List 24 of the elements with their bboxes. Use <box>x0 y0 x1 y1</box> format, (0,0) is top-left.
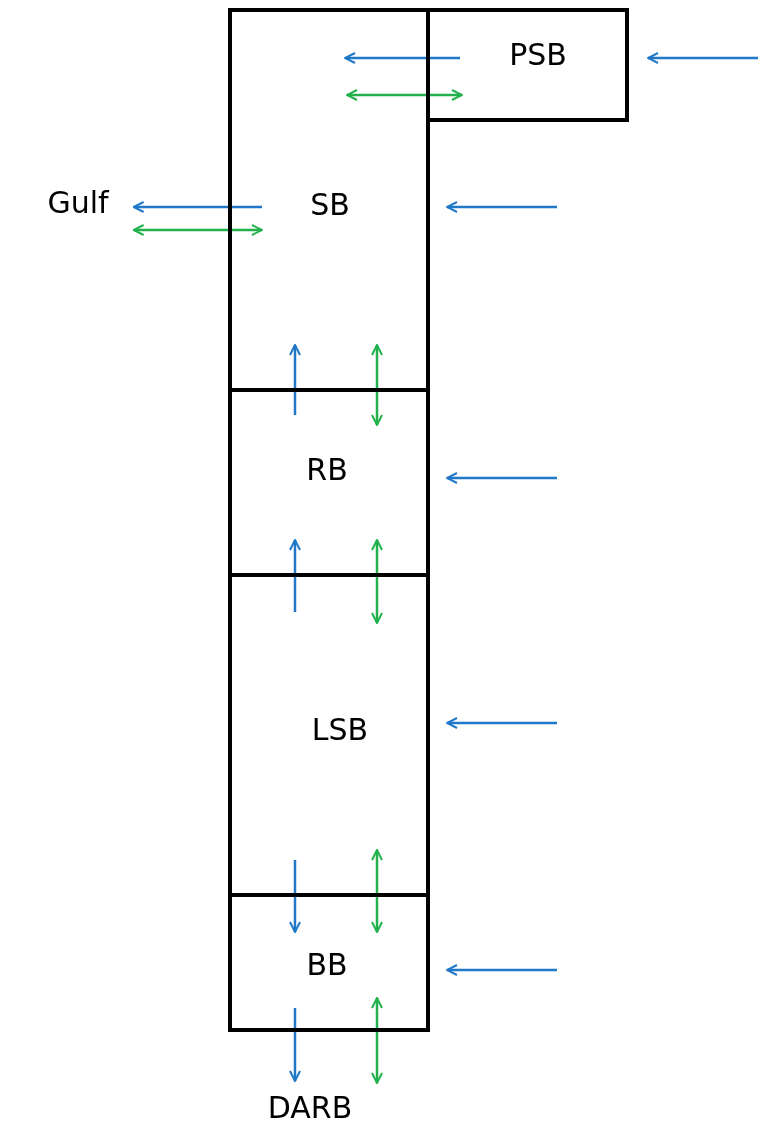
arrow <box>289 344 301 415</box>
double-arrow <box>371 997 383 1084</box>
arrow <box>446 472 557 484</box>
arrow <box>344 52 460 64</box>
arrow <box>446 201 557 213</box>
arrow <box>289 860 301 933</box>
arrow <box>289 1008 301 1082</box>
double-arrow <box>371 344 383 426</box>
arrow <box>446 964 557 976</box>
compartment-label: PSB <box>509 40 567 70</box>
double-arrow <box>132 224 263 236</box>
arrow <box>446 717 557 729</box>
arrow <box>647 52 758 64</box>
compartment-label: RB <box>306 455 348 485</box>
double-arrow <box>371 539 383 624</box>
place-label: Gulf <box>47 188 109 218</box>
compartment-label: SB <box>310 190 350 220</box>
double-arrow <box>371 849 383 933</box>
place-label: DARB <box>267 1093 353 1123</box>
arrow <box>132 201 262 213</box>
compartment-label: BB <box>306 950 348 980</box>
arrow <box>289 539 301 612</box>
compartment-label: LSB <box>311 715 369 745</box>
double-arrow <box>346 89 463 101</box>
